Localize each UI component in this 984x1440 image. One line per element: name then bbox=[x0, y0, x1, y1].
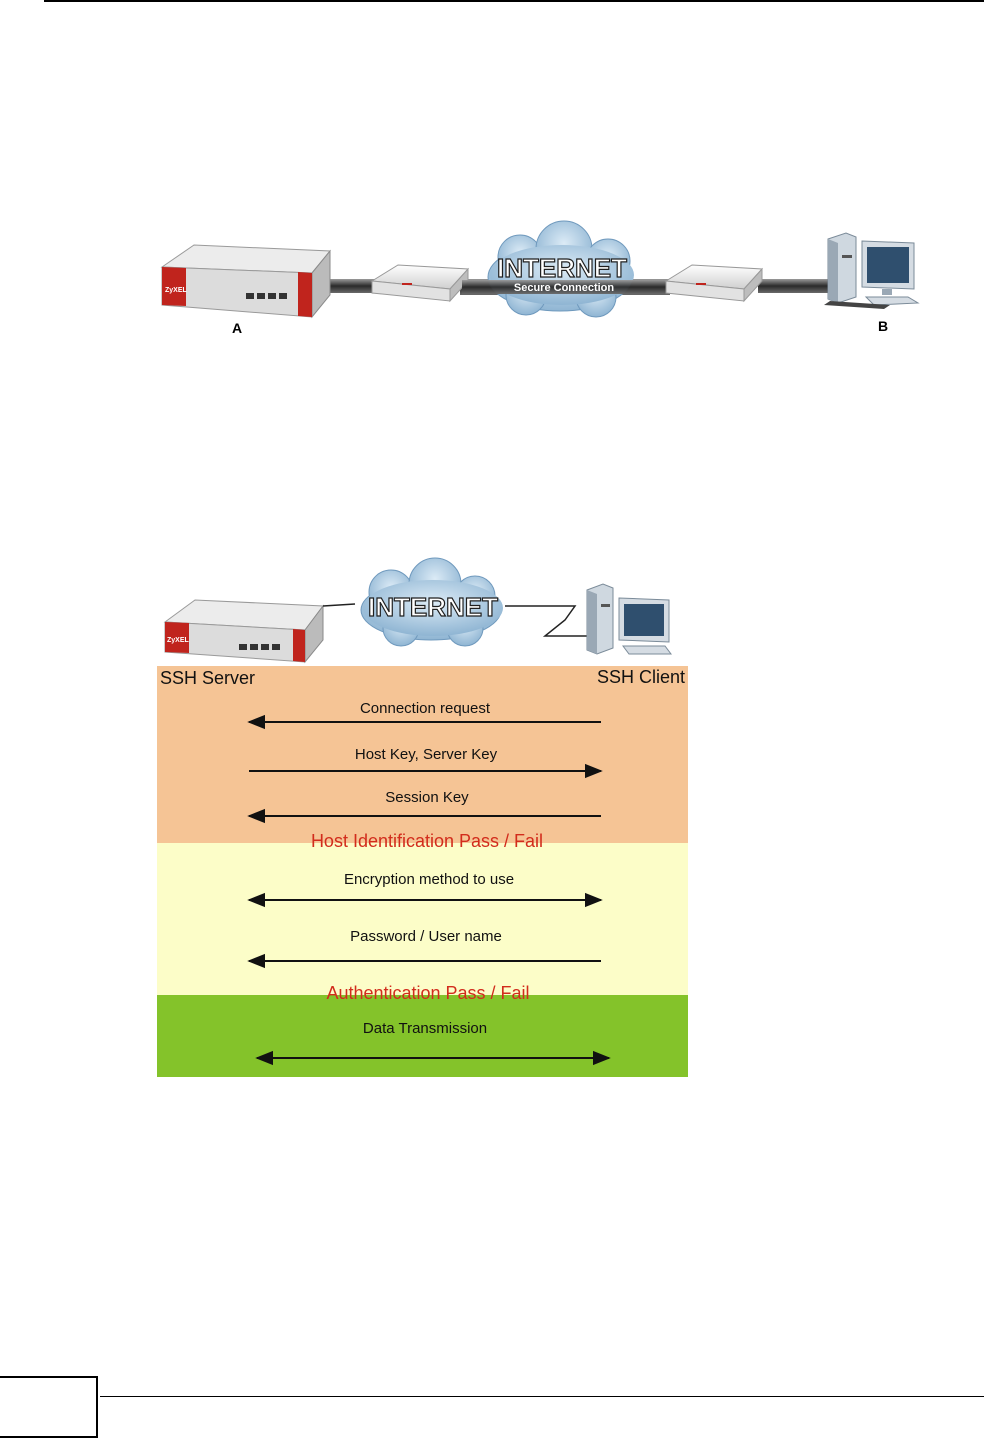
stage-authentication-band bbox=[157, 843, 688, 995]
device-a-label: A bbox=[232, 320, 242, 336]
message-label: Session Key bbox=[385, 789, 469, 806]
cable bbox=[758, 279, 828, 293]
authentication-status: Authentication Pass / Fail bbox=[326, 983, 529, 1003]
firewall-device-a-icon: ZyXEL bbox=[160, 244, 332, 319]
page-number-box bbox=[0, 1376, 98, 1438]
modem-icon bbox=[370, 264, 470, 303]
header-rule bbox=[44, 0, 984, 2]
ssh-client-label: SSH Client bbox=[597, 667, 685, 687]
modem-icon bbox=[664, 264, 764, 303]
ssh-server-device-icon: ZyXEL bbox=[163, 599, 324, 664]
message-label: Host Key, Server Key bbox=[355, 746, 498, 763]
stage-key-exchange-band bbox=[157, 666, 688, 843]
internet-cloud-icon bbox=[360, 557, 503, 647]
secure-connection-label: Secure Connection bbox=[514, 282, 615, 294]
message-label: Encryption method to use bbox=[344, 871, 514, 888]
message-label: Data Transmission bbox=[363, 1020, 487, 1037]
computer-b-icon bbox=[824, 232, 920, 309]
internet-label: INTERNET bbox=[497, 253, 627, 283]
host-identification-status: Host Identification Pass / Fail bbox=[311, 831, 543, 851]
secure-connection-figure: ZyXEL INTERNET Secure Connection bbox=[150, 205, 930, 345]
ssh-sequence-figure: ZyXEL INTERNET SSH Server SSH Client bbox=[155, 548, 695, 1080]
svg-text:ZyXEL: ZyXEL bbox=[167, 637, 190, 644]
internet-label: INTERNET bbox=[368, 592, 498, 622]
ssh-client-computer-icon bbox=[586, 583, 672, 655]
device-b-label: B bbox=[878, 318, 888, 334]
cable bbox=[326, 279, 376, 293]
message-label: Password / User name bbox=[350, 928, 502, 945]
ssh-server-label: SSH Server bbox=[160, 668, 255, 688]
svg-text:ZyXEL: ZyXEL bbox=[165, 287, 188, 294]
message-label: Connection request bbox=[360, 700, 491, 717]
footer-rule bbox=[100, 1396, 984, 1397]
